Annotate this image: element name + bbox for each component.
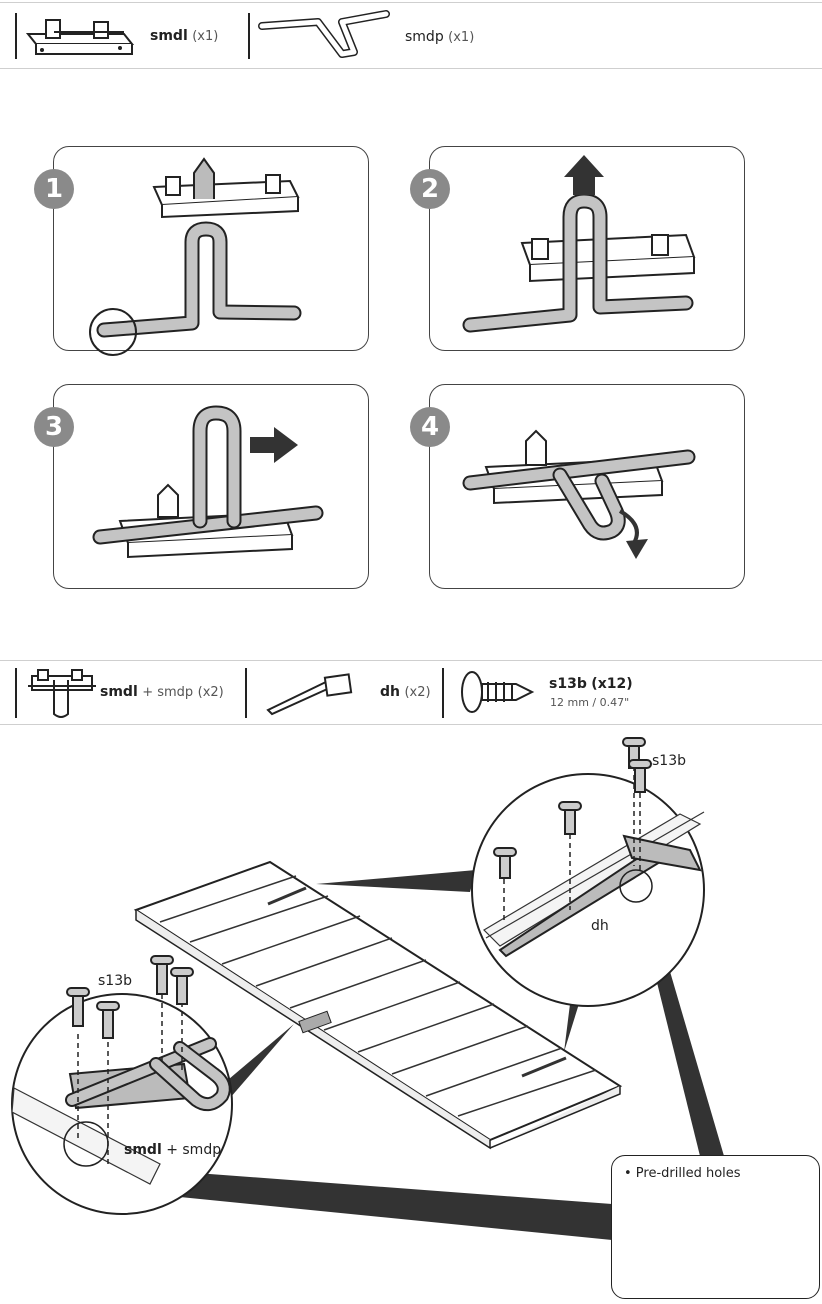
pin-part-icon [258,10,390,58]
callout-screw-right-label: s13b [652,753,686,769]
note-text: • Pre-drilled holes [624,1166,741,1181]
hinge-icon [266,673,353,716]
latch-part-icon [25,19,135,55]
part-qty: (x1) [192,29,219,44]
divider [15,668,17,718]
latch-illustration [89,157,302,356]
step-number: 3 [34,407,74,447]
latch-illustration [92,405,324,559]
part-code: dh [380,684,400,700]
divider [245,668,247,718]
part-s13b-label: s13b (x12) [549,676,633,692]
divider [15,13,17,59]
door-assembly-diagram [11,737,724,1240]
step-panel-2: 2 [410,146,745,351]
top-header-border-bottom [0,68,822,69]
step-panel-1: 1 [34,146,369,356]
step-number: 2 [410,169,450,209]
part-smdp-label: smdp (x1) [405,29,474,45]
part-plus: + smdp [142,685,194,700]
step-number: 4 [410,407,450,447]
part-code: s13b [549,676,587,692]
step-number: 1 [34,169,74,209]
latch-illustration [462,429,696,559]
part-code: smdl [100,684,138,700]
note-box: • Pre-drilled holes [611,1155,820,1299]
step-panel-4: 4 [410,384,745,589]
part-dh-label: dh (x2) [380,684,431,700]
part-code: smdp [405,29,444,45]
bottom-header-border-bottom [0,724,822,725]
part-code: smdl [150,28,188,44]
part-qty: (x2) [197,685,224,700]
latch-illustration [462,155,696,333]
part-assembly-label: smdl + smdp (x2) [100,684,224,700]
bottom-header-border-top [0,660,822,661]
part-qty: (x2) [404,685,431,700]
step-panel-3: 3 [34,384,369,589]
latch-assembly-icon [28,669,96,718]
callout-hinge-label: dh [591,918,609,934]
latch-code: smdl [124,1142,162,1158]
screw-icon [461,671,535,713]
divider [442,668,444,718]
part-s13b-size: 12 mm / 0.47" [550,696,630,709]
callout-latch-label: smdl + smdp [124,1142,221,1158]
part-qty: (x1) [448,30,475,45]
divider [248,13,250,59]
top-header-border-top [0,2,822,3]
callout-screw-left-label: s13b [98,973,132,989]
latch-plus: + smdp [166,1142,222,1158]
part-smdl-label: smdl (x1) [150,28,218,44]
part-qty: (x12) [591,676,633,692]
